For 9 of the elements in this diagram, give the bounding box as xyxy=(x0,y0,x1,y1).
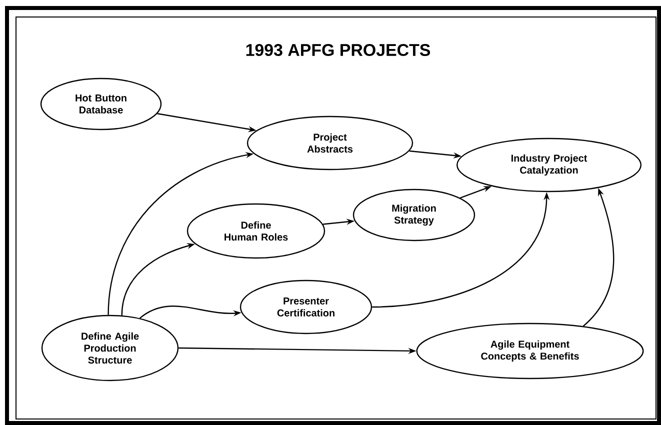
ellipse-node: Define Human Roles xyxy=(186,203,326,259)
ellipse-node: Migration Strategy xyxy=(352,188,476,242)
ellipse-node: Hot Button Database xyxy=(40,78,162,130)
ellipse-node: Project Abstracts xyxy=(246,116,414,170)
title: 1993 APFG PROJECTS xyxy=(246,44,430,56)
ellipse-node: Industry Project Catalyzation xyxy=(456,138,642,192)
ellipse-node: Define Agile Production Structure xyxy=(41,314,179,382)
ellipse-node: Presenter Certification xyxy=(240,280,372,334)
ellipse-node: Agile Equipment Concepts & Benefits xyxy=(416,322,644,380)
